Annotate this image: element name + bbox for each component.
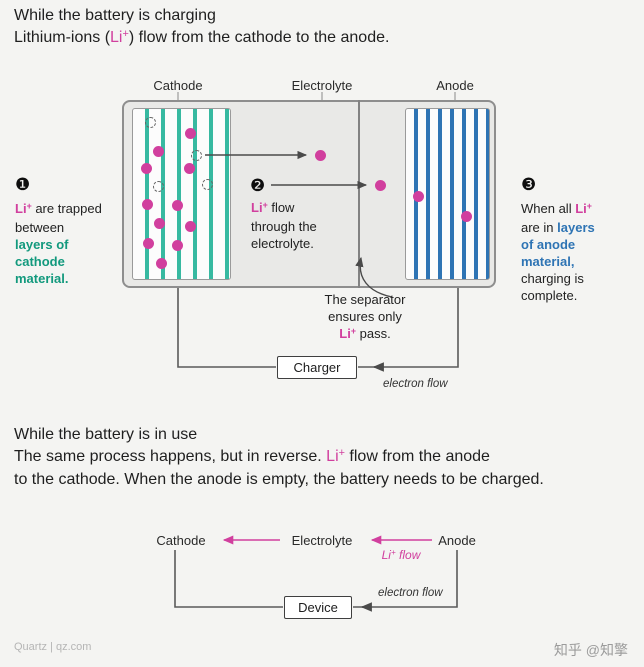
device-box: Device — [284, 596, 352, 619]
charging-header: While the battery is charging Lithium-io… — [14, 5, 630, 50]
li-ion-symbol: Li+ — [326, 447, 345, 465]
charging-title: While the battery is charging — [14, 7, 216, 24]
inuse-wire-left — [174, 550, 283, 608]
li-ion-symbol: Li+ — [382, 548, 396, 562]
label-anode: Anode — [436, 78, 474, 93]
li-ion-symbol: Li+ — [575, 201, 592, 216]
li-charge: + — [586, 201, 592, 212]
li-ion-symbol: Li+ — [251, 200, 268, 215]
li-charge: + — [26, 201, 32, 212]
step1-number: ❶ — [15, 175, 31, 194]
charging-subtitle: Lithium-ions (Li+) flow from the cathode… — [14, 27, 630, 50]
inuse-line1: The same process happens, but in reverse… — [14, 446, 634, 469]
label-electrolyte: Electrolyte — [291, 78, 353, 93]
inuse-header: While the battery is in use The same pro… — [14, 424, 634, 491]
charger-box: Charger — [277, 356, 357, 379]
li-charge: + — [262, 200, 268, 211]
li-symbol: Li — [326, 448, 339, 465]
cathode-electrode — [132, 108, 231, 280]
step3-text: When all Li+ are in layers of anode mate… — [521, 200, 610, 304]
inuse-line1-post: flow from the anode — [344, 448, 490, 465]
step3-post: charging is complete. — [521, 271, 584, 303]
watermark: 知乎 @知擎 — [553, 642, 628, 658]
step1-highlight: layers of cathode material. — [15, 237, 69, 286]
separator-note-pre: The separator ensures only — [324, 292, 406, 324]
step1-text: Li+ are trapped between layers of cathod… — [15, 200, 103, 287]
step1-mid: are trapped between — [15, 201, 102, 235]
step3-highlight: layers of anode material, — [521, 220, 595, 269]
li-charge: + — [350, 326, 357, 337]
li-symbol: Li — [575, 201, 587, 216]
li-symbol: Li — [381, 548, 391, 562]
subtitle-post: ) flow from the cathode to the anode. — [128, 29, 390, 46]
step3-pre: When all — [521, 201, 576, 216]
li-charge: + — [338, 447, 345, 460]
charging-wire-right — [358, 288, 459, 368]
li-charge: + — [390, 548, 396, 558]
electron-flow-label-charging: electron flow — [383, 378, 448, 390]
inuse-label-anode: Anode — [438, 533, 476, 548]
li-ion-symbol: Li+ — [339, 326, 356, 341]
separator-note: The separator ensures only Li+ pass. — [322, 291, 408, 344]
li-ion-symbol: Li+ — [110, 28, 129, 46]
step2-number: ❷ — [250, 176, 266, 195]
inuse-title: While the battery is in use — [14, 426, 198, 443]
label-cathode: Cathode — [153, 78, 203, 93]
step2-text: Li+ flow through the electrolyte. — [251, 199, 327, 252]
charging-wire-left — [177, 288, 276, 368]
subtitle-pre: Lithium-ions ( — [14, 29, 111, 46]
separator-line — [358, 100, 360, 288]
inuse-wire-right — [353, 550, 458, 608]
separator-pointer-arrow — [355, 256, 393, 298]
li-flow-suffix: flow — [395, 548, 421, 562]
li-symbol: Li — [251, 200, 263, 215]
li-symbol: Li — [339, 326, 351, 341]
electron-flow-label-inuse: electron flow — [378, 587, 443, 599]
li-ion-symbol: Li+ — [15, 201, 32, 216]
step3-number: ❸ — [521, 175, 537, 194]
li-symbol: Li — [110, 29, 123, 46]
step3-mid: are in — [521, 220, 558, 235]
li-charge: + — [122, 28, 129, 41]
step2-post: flow through the electrolyte. — [251, 200, 317, 251]
li-symbol: Li — [15, 201, 27, 216]
inuse-line1-pre: The same process happens, but in reverse… — [14, 448, 327, 465]
source-credit: Quartz | qz.com — [14, 641, 92, 653]
inuse-line2: to the cathode. When the anode is empty,… — [14, 471, 544, 488]
separator-note-post: pass. — [356, 326, 391, 341]
inuse-label-cathode: Cathode — [156, 533, 206, 548]
li-flow-label: Li+ flow — [365, 548, 437, 562]
inuse-label-electrolyte: Electrolyte — [291, 533, 353, 548]
